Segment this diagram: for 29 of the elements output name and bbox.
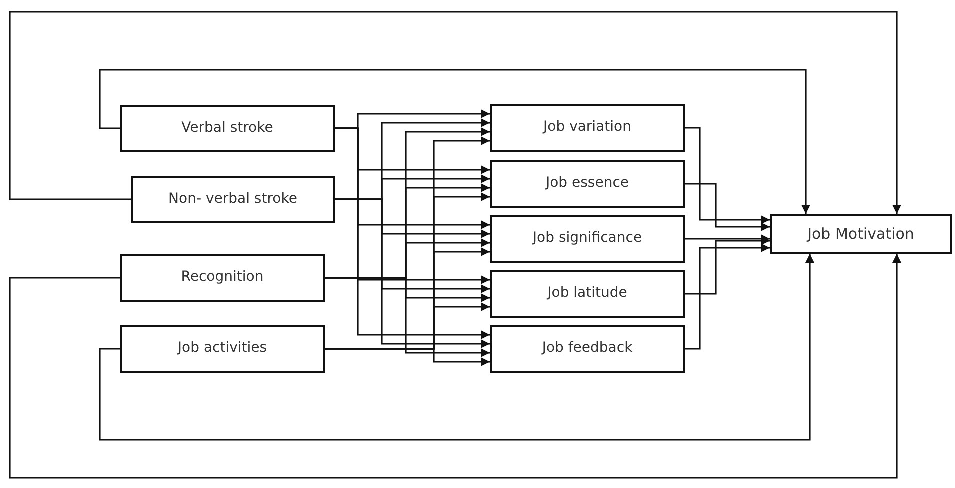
arrow <box>9 11 902 214</box>
arrow <box>99 69 810 214</box>
process-box <box>490 160 685 208</box>
process-box <box>490 215 685 263</box>
box-label: Job Motivation <box>808 224 914 244</box>
box-label: Job variation <box>544 119 632 137</box>
arrow <box>685 183 770 232</box>
arrow <box>685 127 770 224</box>
arrow <box>685 244 770 350</box>
arrow <box>9 254 902 479</box>
process-box <box>120 254 325 302</box>
process-box <box>120 105 335 152</box>
box-label: Job latitude <box>548 285 628 303</box>
process-box <box>120 325 325 373</box>
box-label: Job feedback <box>542 340 633 358</box>
box-label: Job activities <box>178 340 268 358</box>
box-label: Verbal stroke <box>182 120 274 138</box>
box-label: Recognition <box>181 269 264 287</box>
box-label: Job significance <box>532 230 642 248</box>
arrow <box>99 254 814 441</box>
box-label: Non- verbal stroke <box>168 190 298 208</box>
arrow <box>325 348 490 366</box>
arrow <box>325 277 490 358</box>
process-box <box>490 270 685 318</box>
process-box <box>490 325 685 373</box>
box-label: Job essence <box>546 175 630 193</box>
process-box <box>490 104 685 152</box>
process-box <box>770 214 952 254</box>
process-box <box>131 176 335 223</box>
